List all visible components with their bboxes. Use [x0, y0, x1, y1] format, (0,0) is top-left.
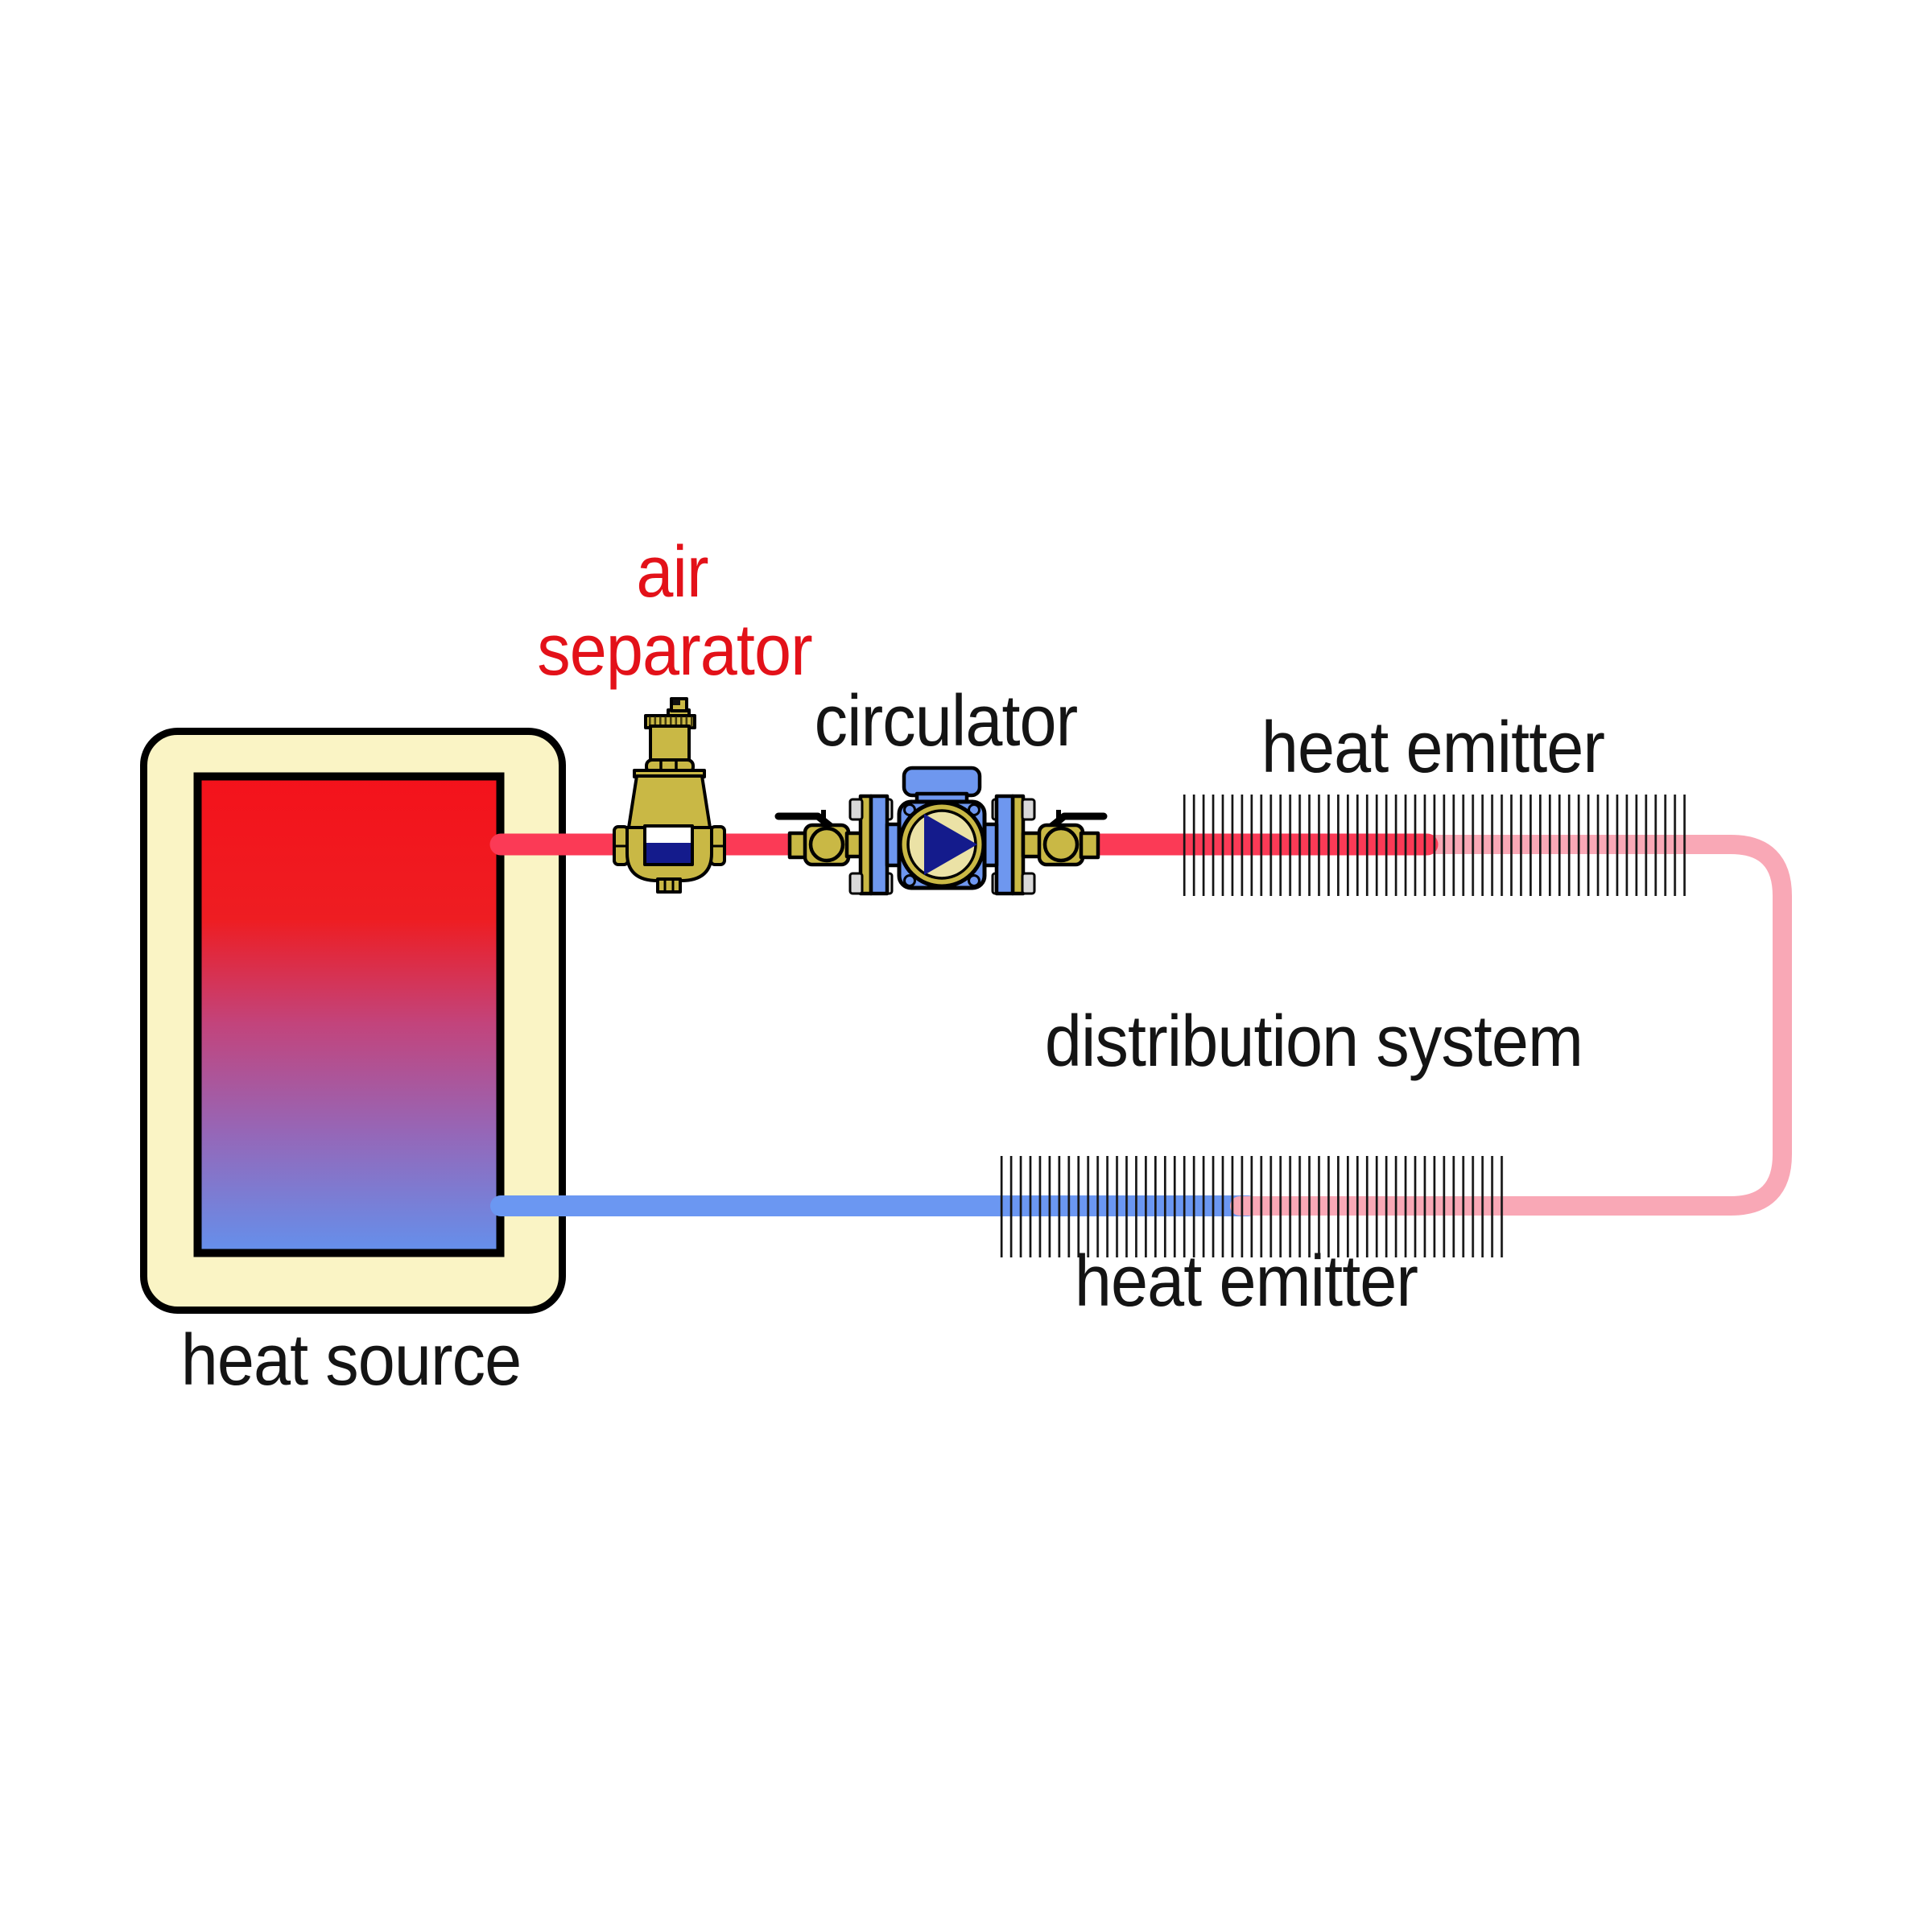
pump-top-cap	[902, 766, 982, 798]
ball-valve-right-ball	[1042, 826, 1080, 863]
heat-emitter-bottom-hatch	[994, 1156, 1504, 1257]
heat-emitter-top-label: heat emitter	[1261, 708, 1605, 788]
flange-bolt	[1021, 872, 1036, 895]
air-separator-label-line2: separator	[537, 610, 812, 691]
left-flange-blue	[869, 794, 890, 896]
pump-corner-screw	[968, 874, 980, 887]
flange-bolt	[1021, 798, 1036, 821]
heat-source-tank	[140, 728, 566, 1314]
separator-upper-body	[627, 774, 712, 829]
flange-bolt	[848, 872, 864, 895]
right-flange-blue	[994, 794, 1015, 896]
right-valve-stub	[1079, 831, 1100, 860]
circulator-label: circulator	[814, 681, 1079, 762]
flange-bolt	[848, 798, 864, 821]
ball-valve-left-ball	[808, 826, 845, 863]
heat-emitter-bottom-label: heat emitter	[1074, 1241, 1418, 1322]
separator-neck	[649, 724, 691, 763]
loop-pipe-pink	[1230, 835, 1792, 1216]
circulator-pump-graphic	[774, 766, 1108, 896]
sight-window-water	[645, 843, 692, 865]
drain-nub-facets	[663, 879, 675, 892]
air-separator-graphic	[613, 697, 726, 894]
pump-corner-screw	[903, 874, 916, 887]
flow-direction-arrow	[924, 814, 977, 875]
knurled-cap-ribs	[647, 716, 693, 727]
separator-drain-nub	[656, 877, 682, 894]
distribution-system-label: distribution system	[1044, 1001, 1583, 1082]
sight-window-air	[645, 826, 692, 843]
vent-knob-mark	[673, 700, 680, 705]
tank-temperature-gradient	[193, 772, 505, 1257]
air-separator-label-line1: air	[636, 532, 708, 613]
heat-emitter-top-hatch	[1176, 795, 1688, 896]
heat-source-label: heat source	[180, 1320, 522, 1401]
sight-window-frame	[643, 824, 694, 866]
